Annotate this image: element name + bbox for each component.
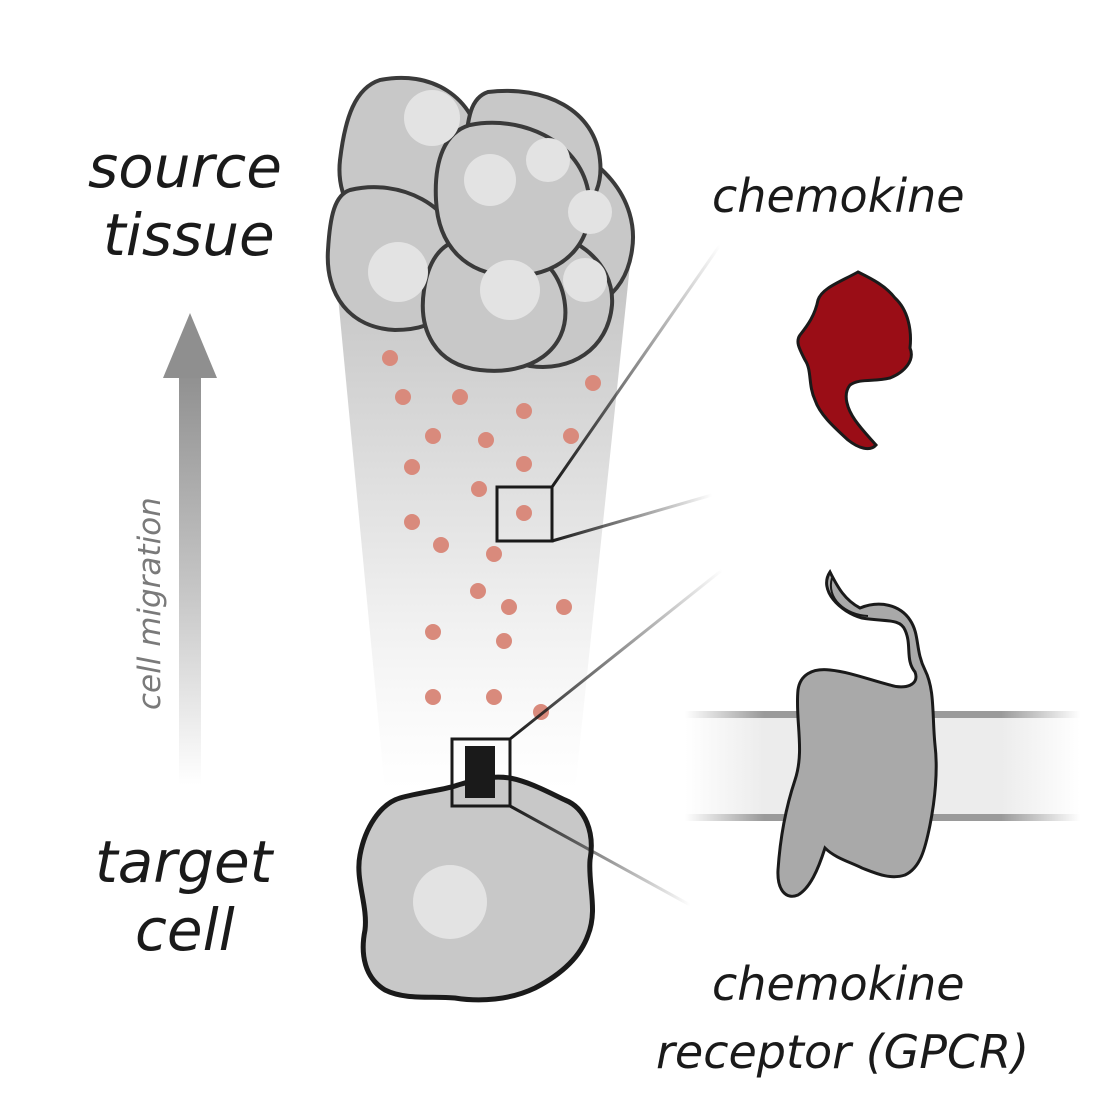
target-cell-label-line2: cell xyxy=(135,896,235,964)
source-tissue-label-line1: source xyxy=(88,133,282,201)
chemokine-dot xyxy=(486,689,502,705)
chemokine-dot xyxy=(516,456,532,472)
target-cell-label-line1: target xyxy=(95,828,275,896)
chemokine-dot xyxy=(382,350,398,366)
chemokine-dot xyxy=(470,583,486,599)
gpcr-receptor xyxy=(776,569,938,898)
receptor-label-line1: chemokine xyxy=(712,957,965,1011)
chemokine-dot xyxy=(425,428,441,444)
migration-arrow xyxy=(163,313,217,785)
chemokine-dot xyxy=(425,689,441,705)
receptor-zoom-box xyxy=(450,737,512,808)
receptor-mini xyxy=(465,746,495,798)
chemokine-dot xyxy=(478,432,494,448)
chemokine-dot xyxy=(425,624,441,640)
leader-line-receptor-bottom xyxy=(509,804,691,907)
chemokine-dot xyxy=(563,428,579,444)
leader-line-chemokine-top xyxy=(550,244,722,488)
tissue-nuclei xyxy=(368,90,612,320)
receptor-label-line2: receptor (GPCR) xyxy=(656,1025,1029,1079)
chemokine-protein xyxy=(796,270,913,451)
chemokine-dot xyxy=(501,599,517,615)
chemokine-dot xyxy=(516,403,532,419)
leader-line-chemokine-bottom xyxy=(551,493,713,543)
cell-migration-label: cell migration xyxy=(132,497,168,710)
source-tissue-label-line2: tissue xyxy=(103,201,275,269)
chemokine-dot xyxy=(516,505,532,521)
chemokine-dot xyxy=(433,537,449,553)
leader-line-receptor-top xyxy=(509,568,723,741)
chemokine-dot xyxy=(452,389,468,405)
chemokine-zoom-box xyxy=(495,485,554,543)
chemokine-label: chemokine xyxy=(712,169,965,223)
chemokine-dot xyxy=(496,633,512,649)
chemokine-dot xyxy=(471,481,487,497)
chemokine-dot xyxy=(585,375,601,391)
chemokine-dot xyxy=(395,389,411,405)
chemokine-dots xyxy=(382,350,601,720)
chemokine-dot xyxy=(486,546,502,562)
chemokine-dot xyxy=(404,514,420,530)
target-cell-nucleus xyxy=(413,865,487,939)
chemokine-dot xyxy=(556,599,572,615)
chemokine-dot xyxy=(404,459,420,475)
